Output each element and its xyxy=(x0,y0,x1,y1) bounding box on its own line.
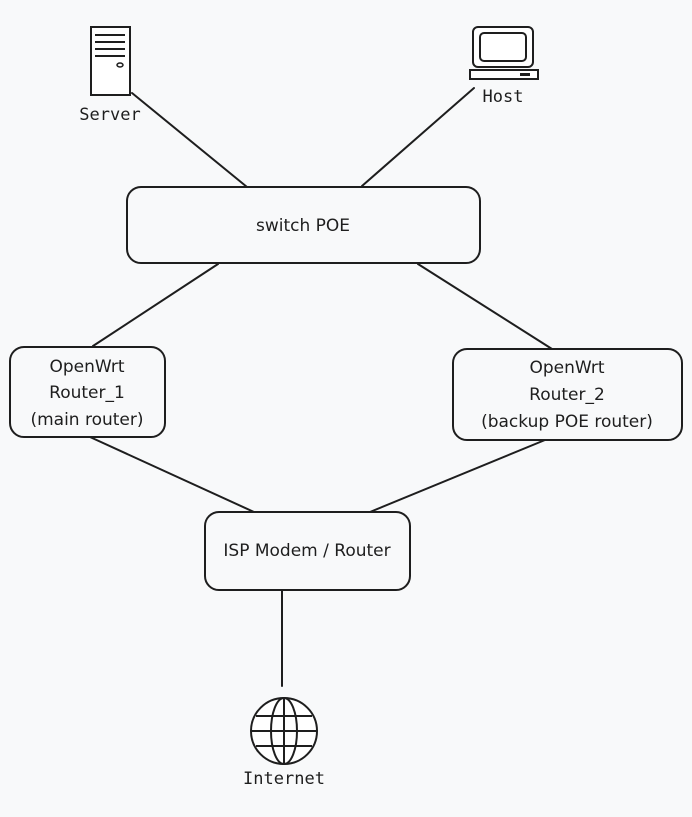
internet-label: Internet xyxy=(243,769,325,789)
router2-line3: (backup POE router) xyxy=(481,412,653,432)
internet-node: Internet xyxy=(243,697,325,789)
server-node: Server xyxy=(79,26,141,125)
router1-line2: Router_1 xyxy=(49,383,125,403)
switch-poe-box xyxy=(126,186,481,264)
isp-modem-label: ISP Modem / Router xyxy=(223,541,390,561)
router1-box xyxy=(9,346,166,438)
edge-host-switch xyxy=(361,87,475,187)
edge-router1-isp xyxy=(89,436,255,513)
edge-server-switch xyxy=(131,92,248,188)
router2-box xyxy=(452,348,683,441)
edge-switch-router1 xyxy=(92,263,219,347)
switch-poe-label: switch POE xyxy=(256,216,350,236)
router1-line3: (main router) xyxy=(30,410,143,430)
switch-poe-node: switch POE xyxy=(126,186,481,264)
router1-line1: OpenWrt xyxy=(49,357,124,377)
edge-router2-isp xyxy=(369,439,546,513)
isp-modem-node: ISP Modem / Router xyxy=(204,511,411,591)
globe-icon xyxy=(250,697,318,765)
host-label: Host xyxy=(483,87,524,107)
isp-modem-box xyxy=(204,511,411,591)
router2-line2: Router_2 xyxy=(529,385,605,405)
server-tower-icon xyxy=(90,26,131,96)
router2-node: OpenWrt Router_2 (backup POE router) xyxy=(452,348,683,441)
edge-switch-router2 xyxy=(417,263,553,350)
desktop-computer-icon xyxy=(469,26,539,80)
router2-line1: OpenWrt xyxy=(529,358,604,378)
host-node: Host xyxy=(469,26,539,107)
server-label: Server xyxy=(79,105,140,125)
connections xyxy=(89,87,553,687)
router1-node: OpenWrt Router_1 (main router) xyxy=(9,346,166,438)
